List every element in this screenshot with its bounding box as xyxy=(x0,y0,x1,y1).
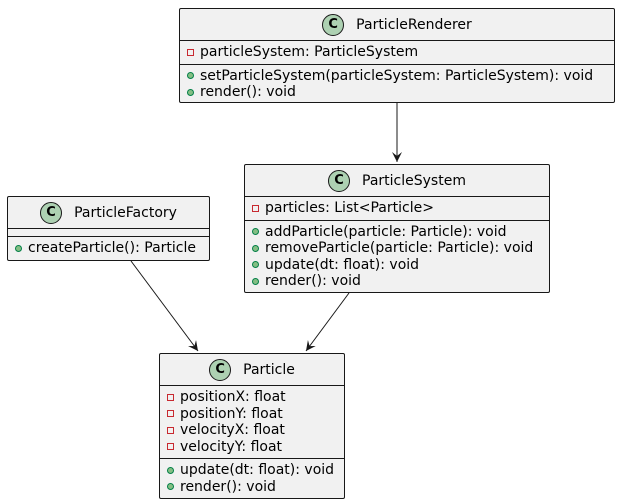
class-name: ParticleFactory xyxy=(74,204,177,221)
private-marker-icon xyxy=(252,204,259,212)
private-marker-icon xyxy=(187,48,194,56)
method-row: render(): void xyxy=(180,84,614,101)
public-marker-icon xyxy=(167,466,174,474)
public-marker-icon xyxy=(187,72,194,80)
field-row: velocityX: float xyxy=(160,422,344,439)
arrow-system-to-particle xyxy=(305,292,350,352)
method-row: createParticle(): Particle xyxy=(8,240,209,257)
public-marker-icon xyxy=(252,261,259,269)
public-marker-icon xyxy=(252,228,259,236)
field-row: positionY: float xyxy=(160,406,344,423)
public-marker-icon xyxy=(252,277,259,285)
field-row: velocityY: float xyxy=(160,439,344,456)
class-header: C Particle xyxy=(160,354,344,386)
methods-section: addParticle(particle: Particle): void re… xyxy=(245,221,549,293)
method-row: setParticleSystem(particleSystem: Partic… xyxy=(180,68,614,85)
field-row: particleSystem: ParticleSystem xyxy=(180,44,614,61)
public-marker-icon xyxy=(167,483,174,491)
class-stereotype-icon: C xyxy=(322,13,345,36)
private-marker-icon xyxy=(167,410,174,418)
fields-section: positionX: float positionY: float veloci… xyxy=(160,386,344,459)
field-row: particles: List<Particle> xyxy=(245,200,549,217)
private-marker-icon xyxy=(167,443,174,451)
public-marker-icon xyxy=(252,244,259,252)
fields-section: particleSystem: ParticleSystem xyxy=(180,41,614,65)
class-name: ParticleSystem xyxy=(362,172,466,189)
methods-section: setParticleSystem(particleSystem: Partic… xyxy=(180,65,614,104)
method-row: addParticle(particle: Particle): void xyxy=(245,224,549,241)
class-particle[interactable]: C Particle positionX: float positionY: f… xyxy=(159,353,345,499)
class-stereotype-icon: C xyxy=(209,358,232,381)
class-header: C ParticleFactory xyxy=(8,197,209,229)
class-particle-renderer[interactable]: C ParticleRenderer particleSystem: Parti… xyxy=(179,8,615,103)
arrow-factory-to-particle xyxy=(130,260,199,352)
method-row: render(): void xyxy=(160,479,344,496)
fields-section xyxy=(8,229,209,237)
method-row: render(): void xyxy=(245,273,549,290)
class-particle-system[interactable]: C ParticleSystem particles: List<Particl… xyxy=(244,164,550,293)
private-marker-icon xyxy=(167,426,174,434)
methods-section: createParticle(): Particle xyxy=(8,237,209,260)
class-header: C ParticleRenderer xyxy=(180,9,614,41)
public-marker-icon xyxy=(15,244,22,252)
class-name: ParticleRenderer xyxy=(356,16,472,33)
class-stereotype-icon: C xyxy=(328,169,351,192)
public-marker-icon xyxy=(187,88,194,96)
method-row: update(dt: float): void xyxy=(160,462,344,479)
method-row: removeParticle(particle: Particle): void xyxy=(245,240,549,257)
class-header: C ParticleSystem xyxy=(245,165,549,197)
fields-section: particles: List<Particle> xyxy=(245,197,549,221)
field-row: positionX: float xyxy=(160,389,344,406)
private-marker-icon xyxy=(167,393,174,401)
class-particle-factory[interactable]: C ParticleFactory createParticle(): Part… xyxy=(7,196,210,261)
class-stereotype-icon: C xyxy=(40,201,63,224)
class-name: Particle xyxy=(243,361,295,378)
method-row: update(dt: float): void xyxy=(245,257,549,274)
methods-section: update(dt: float): void render(): void xyxy=(160,459,344,498)
